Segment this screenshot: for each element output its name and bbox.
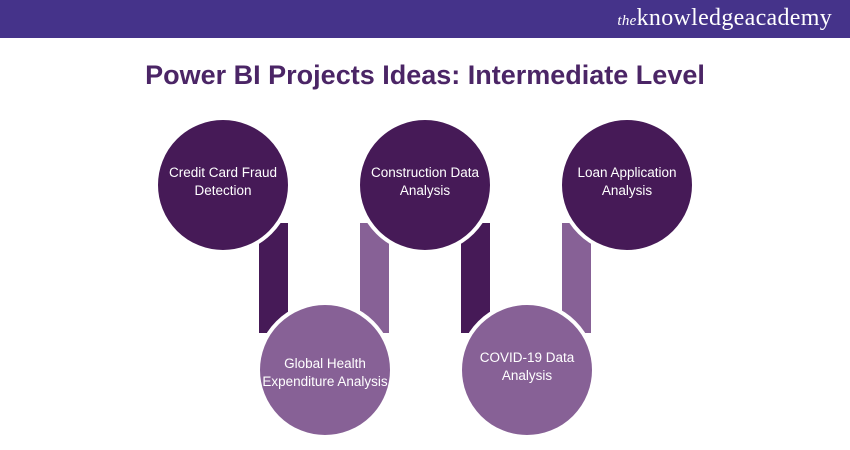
node-circle [356,116,494,254]
connector-bar [259,223,288,333]
connector-bar [461,223,490,333]
logo-main: knowledgeacademy [636,5,832,31]
page-title: Power BI Projects Ideas: Intermediate Le… [145,60,705,90]
node-label: Credit Card Fraud Detection [168,165,278,198]
logo-prefix: the [617,13,637,29]
node-circle [256,301,394,439]
node-label: Global Health Expenditure Analysis [262,356,388,389]
node-circle [154,116,292,254]
node-circle [458,301,596,439]
node-label: Loan Application Analysis [577,165,677,198]
node-circle [558,116,696,254]
node-label: Construction Data Analysis [370,165,480,198]
brand-logo[interactable]: theknowledgeacademy [617,5,832,32]
node-label: COVID-19 Data Analysis [479,350,575,383]
header-bar: theknowledgeacademy [0,0,850,38]
